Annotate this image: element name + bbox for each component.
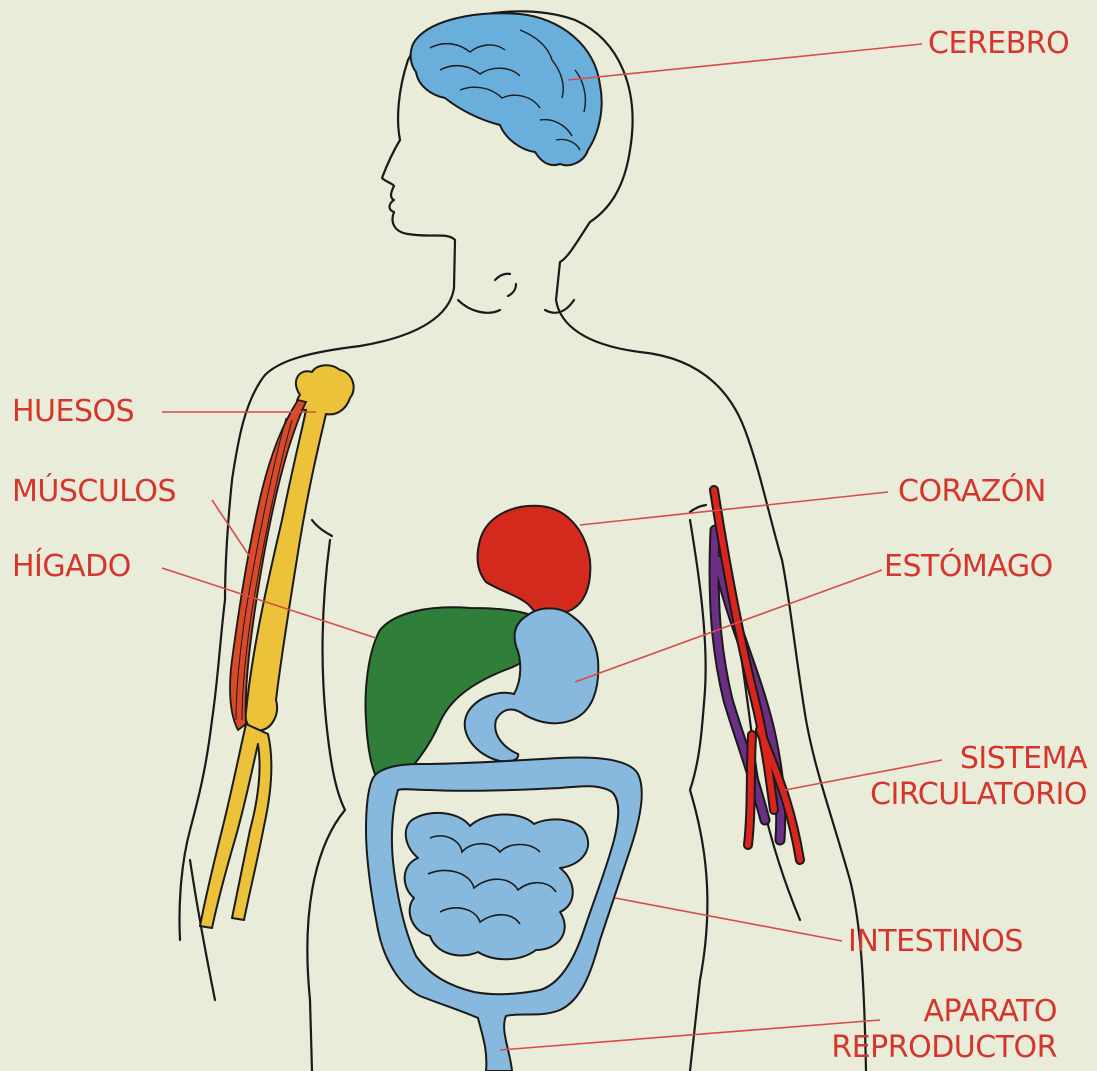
label-higado: HÍGADO (12, 550, 131, 584)
label-sistema: SISTEMA (960, 742, 1087, 776)
leader-cerebro (568, 44, 922, 80)
forearm-bones (200, 724, 271, 928)
collar-left (458, 300, 500, 313)
heart (478, 506, 591, 617)
label-circulatorio: CIRCULATORIO (870, 778, 1087, 812)
leader-aparato (500, 1020, 880, 1050)
label-estomago: ESTÓMAGO (884, 550, 1053, 584)
armpit-right (690, 505, 706, 512)
face-profile (179, 60, 455, 940)
label-aparato: APARATO (924, 995, 1057, 1029)
label-musculos: MÚSCULOS (12, 475, 176, 509)
small-intestine (405, 813, 588, 959)
label-cerebro: CEREBRO (928, 27, 1069, 61)
torso-right (690, 520, 707, 1071)
label-corazon: CORAZÓN (898, 475, 1046, 509)
blood-vessels (714, 490, 800, 860)
torso-left (307, 540, 345, 1071)
leader-musculos (212, 500, 252, 560)
label-intestinos: INTESTINOS (848, 925, 1023, 959)
label-reproductor: REPRODUCTOR (831, 1031, 1057, 1065)
armpit-left (312, 520, 332, 536)
leader-corazon (580, 492, 888, 525)
leader-intestinos (615, 898, 842, 941)
label-huesos: HUESOS (12, 395, 134, 429)
throat-mark (495, 274, 516, 296)
